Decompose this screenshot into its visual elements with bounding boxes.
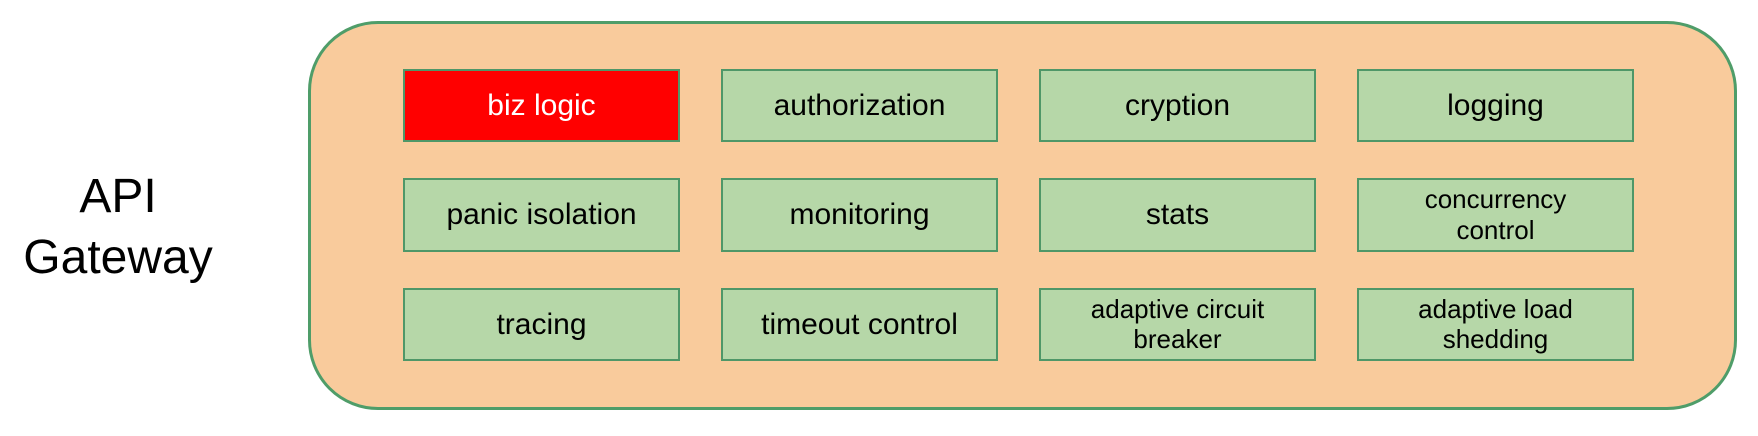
feature-grid: biz logic authorization cryption logging pan… [311,24,1734,407]
feature-box: stats [1039,178,1316,252]
feature-box: biz logic [403,69,680,143]
feature-box: adaptive load shedding [1357,287,1634,361]
feature-box: monitoring [721,178,998,252]
feature-box: adaptive circuit breaker [1039,287,1316,361]
feature-box: cryption [1039,69,1316,143]
feature-box: concurrency control [1357,178,1634,252]
feature-box: timeout control [721,287,998,361]
feature-box: tracing [403,287,680,361]
api-gateway-container: biz logic authorization cryption logging pan… [308,21,1737,410]
api-gateway-label: API Gateway [23,170,213,284]
feature-box: panic isolation [403,178,680,252]
feature-box: authorization [721,69,998,143]
feature-box: logging [1357,69,1634,143]
